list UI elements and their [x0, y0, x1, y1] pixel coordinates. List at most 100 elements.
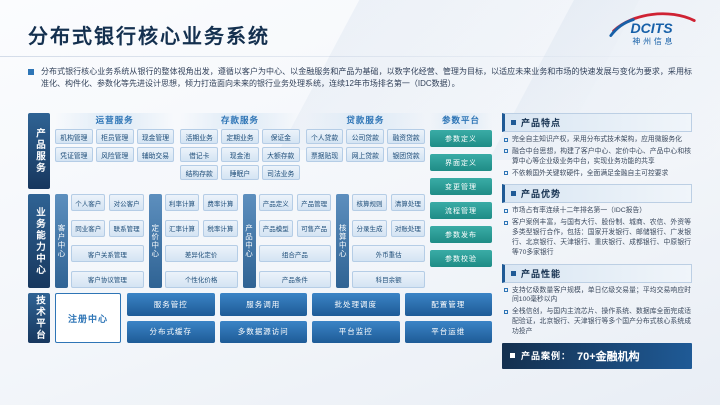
group-title: 运营服务 [55, 113, 175, 129]
capability-box: 客户关系管理 [71, 245, 144, 263]
service-box: 司法业务 [261, 165, 300, 180]
bullet-text: 市场占有率连续十二年排名第一（IDC报告） [512, 207, 647, 215]
service-box: 公司贷款 [346, 129, 385, 144]
advantage-bullet: 市场占有率连续十二年排名第一（IDC报告） [504, 206, 691, 216]
capability-group-label: 定价中心 [148, 194, 162, 288]
deposit-service-boxes: 活期业务定期业务保证金借记卡现金池大额存款结构存款睡眠户司法业务 [180, 129, 300, 180]
param-box: 参数发布 [430, 226, 492, 243]
service-box: 个人贷款 [305, 129, 344, 144]
service-box: 票据贴现 [305, 147, 344, 162]
section-title: 产品特点 [521, 118, 562, 128]
param-box: 参数校验 [430, 250, 492, 267]
bullet-text: 完全自主知识产权，采用分布式技术架构，应用微服务化 [512, 136, 682, 143]
capability-box: 利率计算 [164, 194, 200, 211]
advantage-bullet-list: 市场占有率连续十二年排名第一（IDC报告） 客户案例丰富，与国有大行、股份制、城商… [502, 203, 692, 257]
parameter-platform-title: 参数平台 [430, 113, 492, 129]
hollow-square-bullet-icon [504, 208, 508, 213]
product-cases-label: 产品案例： [521, 351, 572, 362]
parameter-platform-column: 参数平台 参数定义界面定义变更管理流程管理参数发布参数校验 [430, 113, 492, 288]
section-header: 产品优势 [502, 184, 692, 204]
product-center-boxes: 产品定义产品管理产品模型可售产品组合产品产品条件 [258, 194, 332, 288]
bullet-text: 不依赖国外关键软硬件，全面满足金融自主可控要求 [512, 169, 669, 177]
accounting-center-boxes: 核算规则清算处理分录生成对账处理外币重估科目余额 [352, 194, 425, 288]
section-product-features: 产品特点 完全自主知识产权，采用分布式技术架构，应用微服务化融合中台思想，构建了… [502, 113, 692, 178]
capability-box: 税率计算 [203, 219, 238, 237]
service-box: 活期业务 [180, 129, 219, 144]
advantage-bullet: 客户案例丰富，与国有大行、股份制、城商、农信、外资等多类型银行合作，包括：国家开… [504, 218, 691, 257]
param-box: 变更管理 [430, 178, 492, 195]
section-header: 产品性能 [502, 263, 692, 283]
logo-company-text: 神州信息 [632, 36, 675, 46]
capability-box: 产品条件 [258, 270, 332, 288]
loan-service-boxes: 个人贷款公司贷款融资贷款票据贴现网上贷款银团贷款 [305, 129, 425, 162]
feature-bullet: 完全自主知识产权，采用分布式技术架构，应用微服务化 [504, 135, 691, 145]
capability-box: 费率计算 [203, 194, 238, 211]
tech-platform-row: 注册中心 服务管控服务调用批处理调度配置管理分布式缓存多数据源访问平台监控平台运… [55, 293, 492, 343]
layer-label-capability-center: 业务能力中心 [28, 194, 50, 288]
page-title: 分布式银行核心业务系统 [28, 26, 270, 48]
service-box: 大额存款 [261, 147, 300, 162]
service-box: 柜员管理 [95, 129, 134, 144]
capability-box: 对公客户 [109, 194, 144, 211]
group-deposit-services: 存款服务 活期业务定期业务保证金借记卡现金池大额存款结构存款睡眠户司法业务 [180, 113, 300, 189]
capability-box: 组合产品 [258, 245, 332, 263]
capability-box: 核算规则 [352, 194, 387, 211]
header-divider [0, 56, 720, 57]
square-icon [511, 120, 516, 125]
capability-group-label: 核算中心 [336, 194, 350, 288]
group-title: 存款服务 [180, 113, 300, 129]
product-services-row: 运营服务 机构管理柜员管理现金管理凭证管理风险管理辅助交易 存款服务 活期业务定… [55, 113, 425, 189]
capability-box: 对账处理 [390, 219, 425, 237]
architecture-diagram: 产品服务 业务能力中心 技术平台 运营服务 机构管理柜员管理现金管理凭证管理风险… [28, 113, 492, 343]
hollow-square-bullet-icon [504, 288, 508, 293]
group-operation-services: 运营服务 机构管理柜员管理现金管理凭证管理风险管理辅助交易 [55, 113, 175, 189]
hollow-square-bullet-icon [504, 137, 508, 142]
performance-bullet: 支持亿级数量客户规模，单日亿级交易量；平均交易响应时间100毫秒以内 [504, 286, 691, 306]
service-box: 融资贷款 [387, 129, 425, 144]
square-icon [511, 270, 516, 276]
section-header: 产品特点 [502, 113, 692, 132]
service-box: 现金管理 [136, 129, 175, 144]
bullet-text: 客户案例丰富，与国有大行、股份制、城商、农信、外资等多类型银行合作，包括：国家开… [512, 219, 691, 256]
parameter-boxes: 参数定义界面定义变更管理流程管理参数发布参数校验 [430, 130, 492, 267]
group-customer-center: 客户中心 个人客户对公客户同业客户联系管理客户关系管理客户协议管理 [55, 194, 144, 288]
tech-platform-boxes: 服务管控服务调用批处理调度配置管理分布式缓存多数据源访问平台监控平台运维 [127, 293, 492, 343]
customer-center-boxes: 个人客户对公客户同业客户联系管理客户关系管理客户协议管理 [71, 194, 144, 288]
capability-box: 个人客户 [71, 194, 106, 211]
service-box: 银团贷款 [387, 147, 425, 162]
service-box: 定期业务 [221, 129, 259, 144]
service-box: 网上贷款 [346, 147, 385, 162]
capability-center-row: 客户中心 个人客户对公客户同业客户联系管理客户关系管理客户协议管理 定价中心 利… [55, 194, 425, 288]
tech-box: 平台监控 [312, 320, 400, 343]
service-box: 辅助交易 [136, 147, 175, 162]
intro-paragraph: 分布式银行核心业务系统从银行的整体视角出发，遵循以客户为中心、以金融服务和产品为… [41, 67, 692, 89]
tech-box: 服务调用 [219, 293, 307, 316]
capability-box: 联系管理 [109, 219, 144, 237]
tech-box: 平台运维 [404, 320, 492, 343]
service-box: 结构存款 [180, 165, 219, 180]
group-pricing-center: 定价中心 利率计算费率计算汇率计算税率计算差异化定价个性化价格 [148, 194, 238, 288]
capability-box: 汇率计算 [164, 219, 200, 237]
operation-service-boxes: 机构管理柜员管理现金管理凭证管理风险管理辅助交易 [55, 129, 175, 162]
tech-box: 批处理调度 [312, 293, 400, 316]
square-icon [510, 353, 515, 359]
tech-box: 配置管理 [404, 293, 492, 316]
service-box: 机构管理 [55, 129, 93, 144]
group-product-center: 产品中心 产品定义产品管理产品模型可售产品组合产品产品条件 [242, 194, 332, 288]
square-icon [511, 191, 516, 197]
capability-group-label: 客户中心 [55, 194, 68, 288]
group-loan-services: 贷款服务 个人贷款公司贷款融资贷款票据贴现网上贷款银团贷款 [305, 113, 425, 189]
group-accounting-center: 核算中心 核算规则清算处理分录生成对账处理外币重估科目余额 [336, 194, 425, 288]
capability-box: 可售产品 [296, 219, 332, 237]
section-product-performance: 产品性能 支持亿级数量客户规模，单日亿级交易量；平均交易响应时间100毫秒以内全… [502, 263, 692, 337]
logo-brand-text: DCITS [631, 20, 674, 36]
capability-box: 产品管理 [296, 194, 332, 211]
tech-box: 服务管控 [127, 293, 215, 316]
tech-box: 分布式缓存 [127, 320, 215, 343]
hollow-square-bullet-icon [504, 309, 508, 314]
service-box: 睡眠户 [221, 165, 259, 180]
hollow-square-bullet-icon [504, 220, 508, 225]
pricing-center-boxes: 利率计算费率计算汇率计算税率计算差异化定价个性化价格 [164, 194, 238, 288]
capability-box: 分录生成 [352, 219, 387, 237]
